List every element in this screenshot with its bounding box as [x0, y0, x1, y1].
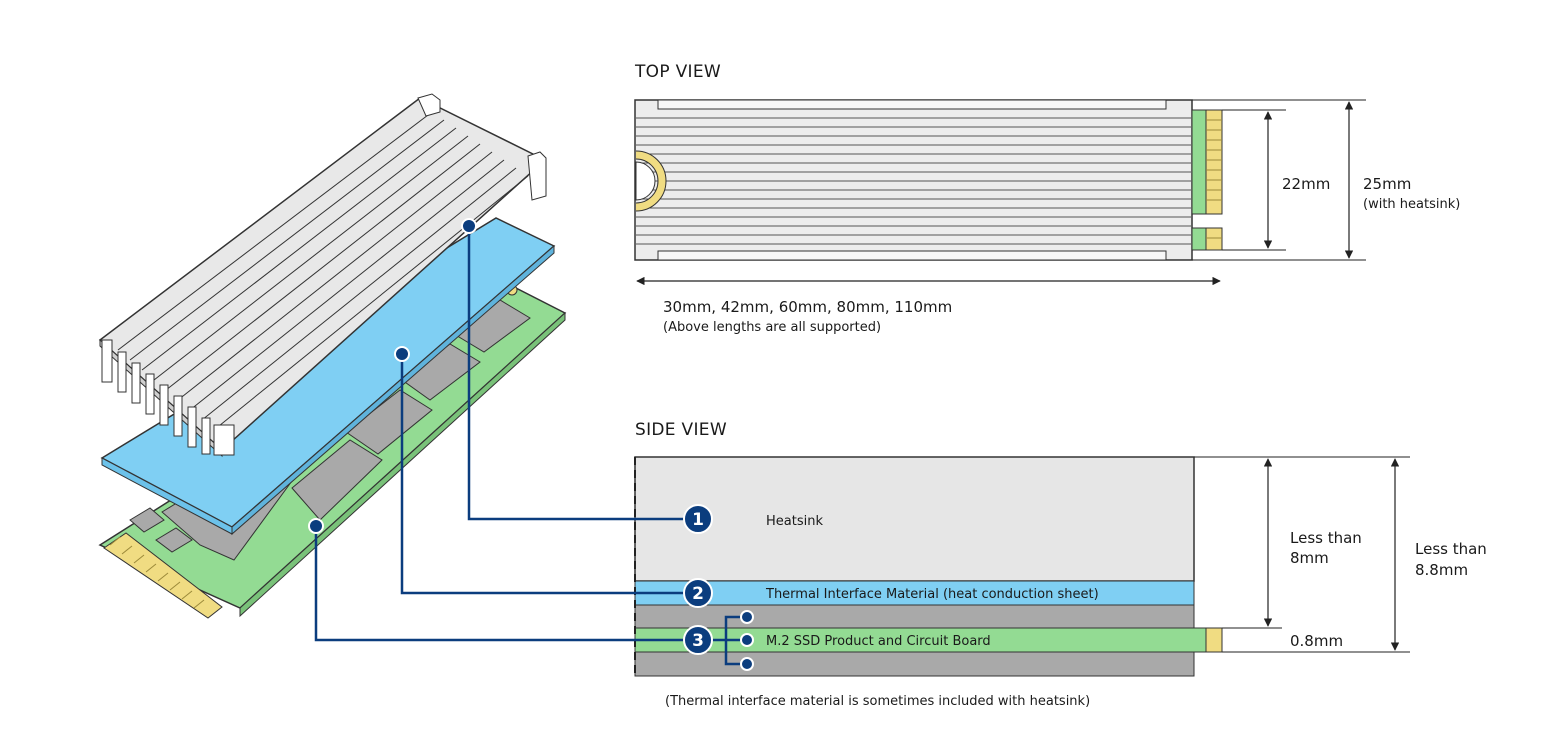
- layer-label-pcb: M.2 SSD Product and Circuit Board: [766, 634, 991, 649]
- top-view-heatsink: [634, 99, 1193, 261]
- callout-badge-2: 2: [683, 578, 713, 608]
- side-board-thickness: 0.8mm: [1290, 632, 1343, 650]
- callout-number-3: 3: [692, 631, 704, 651]
- side-footnote: (Thermal interface material is sometimes…: [665, 694, 1090, 709]
- layer-label-tim: Thermal Interface Material (heat conduct…: [765, 587, 1099, 602]
- side-view: SIDE VIEW Less than 8mm Less than 8.8mm …: [634, 420, 1487, 709]
- exploded-isometric-view: [98, 93, 567, 619]
- top-lengths-note: (Above lengths are all supported): [663, 320, 881, 335]
- top-width-outer-note: (with heatsink): [1363, 197, 1460, 212]
- top-view-title: TOP VIEW: [634, 62, 721, 82]
- side-height-outer-line2: 8.8mm: [1415, 561, 1468, 579]
- side-tim-layer: [634, 580, 1195, 606]
- layer-label-heatsink: Heatsink: [766, 514, 823, 529]
- side-height-outer-line1: Less than: [1415, 540, 1487, 558]
- side-chip-layer-top: [634, 604, 1195, 629]
- top-width-outer-label: 25mm: [1363, 175, 1411, 193]
- top-lengths-label: 30mm, 42mm, 60mm, 80mm, 110mm: [663, 298, 952, 316]
- callout-badge-3: 3: [683, 625, 713, 655]
- side-view-title: SIDE VIEW: [635, 420, 727, 440]
- heatsink-iso: [98, 93, 547, 458]
- side-connector: [1205, 627, 1223, 653]
- side-height-inner-line2: 8mm: [1290, 549, 1329, 567]
- side-heatsink-layer: [634, 456, 1195, 582]
- side-height-inner-line1: Less than: [1290, 529, 1362, 547]
- callout-dots: [308, 218, 754, 671]
- side-chip-layer-bottom: [634, 651, 1195, 677]
- callout-number-2: 2: [692, 584, 704, 604]
- top-view: TOP VIEW: [634, 62, 1460, 335]
- callout-number-1: 1: [692, 510, 704, 530]
- callout-badge-1: 1: [683, 504, 713, 534]
- top-width-inner-label: 22mm: [1282, 175, 1330, 193]
